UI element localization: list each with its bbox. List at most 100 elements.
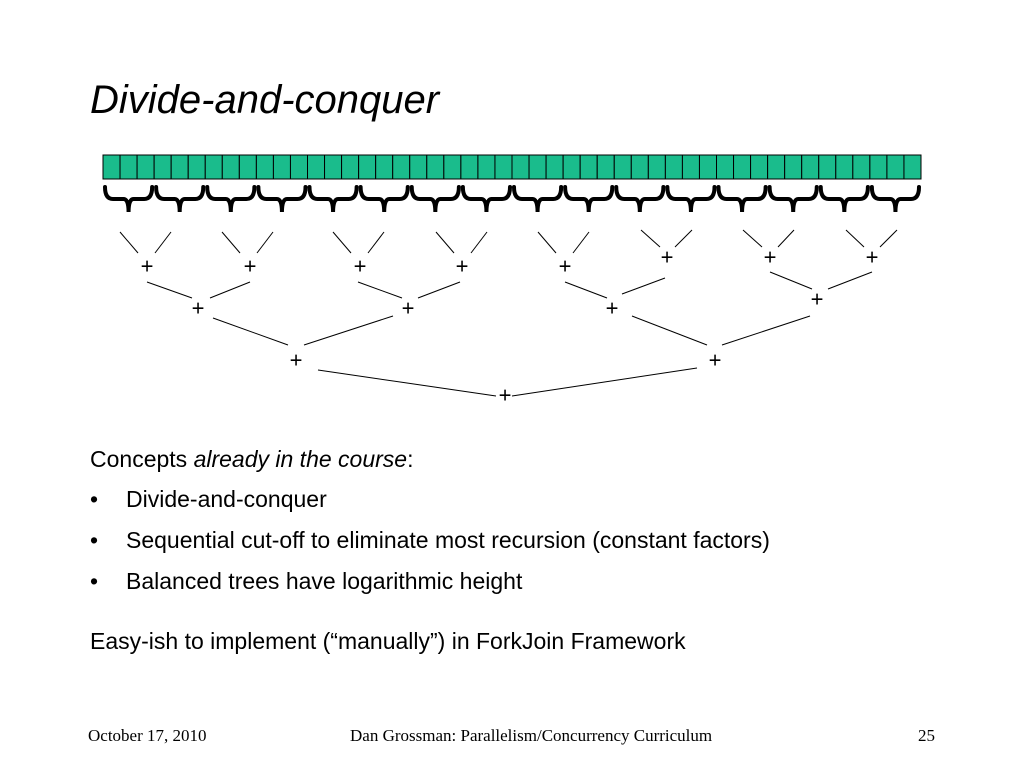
- tree-edge: [879, 229, 898, 248]
- array-cell: [392, 154, 411, 180]
- array-cell: [835, 154, 854, 180]
- plus-node: +: [499, 383, 512, 408]
- tree-edge: [332, 231, 352, 254]
- group-brace: [818, 185, 870, 213]
- concepts-lead-tail: :: [407, 446, 414, 472]
- tree-edge: [721, 315, 811, 346]
- group-brace: [665, 185, 717, 213]
- array-cell: [528, 154, 547, 180]
- array-cell: [494, 154, 513, 180]
- array-cell: [596, 154, 615, 180]
- group-brace: [563, 185, 615, 213]
- group-brace: [358, 185, 410, 213]
- concepts-lead: Concepts already in the course:: [90, 445, 413, 473]
- plus-node: +: [661, 245, 674, 270]
- array-cell: [409, 154, 428, 180]
- array-cell: [341, 154, 360, 180]
- tree-edge: [572, 231, 590, 254]
- group-brace: [460, 185, 512, 213]
- tree-edge: [674, 229, 693, 248]
- array-cell: [630, 154, 649, 180]
- plus-node: +: [141, 254, 154, 279]
- tree-edges: [119, 229, 898, 397]
- plus-node: +: [192, 296, 205, 321]
- array-cell: [562, 154, 581, 180]
- tree-edge: [154, 231, 172, 254]
- array-cell: [613, 154, 632, 180]
- tree-edge: [119, 231, 139, 254]
- array-cell: [324, 154, 343, 180]
- array-cell: [750, 154, 769, 180]
- array-cell: [255, 154, 274, 180]
- array-cell: [545, 154, 564, 180]
- array-cell: [511, 154, 530, 180]
- tree-edge: [146, 281, 193, 299]
- plus-node: +: [244, 254, 257, 279]
- bullet-text: Divide-and-conquer: [126, 486, 327, 512]
- plus-node: +: [866, 245, 879, 270]
- array-cell: [460, 154, 479, 180]
- array-cell: [119, 154, 138, 180]
- array-cell: [733, 154, 752, 180]
- tree-edge: [435, 231, 455, 254]
- tree-edge: [303, 315, 394, 346]
- bullet-glyph: •: [90, 527, 99, 553]
- array-cell: [136, 154, 155, 180]
- group-brace: [154, 185, 206, 213]
- plus-node: +: [764, 245, 777, 270]
- group-brace: [205, 185, 257, 213]
- tree-edge: [769, 271, 813, 290]
- plus-node: +: [559, 254, 572, 279]
- array-cell: [886, 154, 905, 180]
- tree-edge: [777, 229, 795, 248]
- tree-edge: [221, 231, 241, 254]
- group-brace: [869, 185, 921, 213]
- tree-edge: [827, 271, 873, 290]
- group-brace: [767, 185, 819, 213]
- plus-node: +: [456, 254, 469, 279]
- array-cell: [307, 154, 326, 180]
- tree-edge: [256, 231, 274, 254]
- group-brace: [256, 185, 308, 213]
- group-brace: [103, 185, 155, 213]
- closing-text: Easy-ish to implement (“manually”) in Fo…: [90, 628, 686, 654]
- tree-edge: [367, 231, 385, 254]
- group-brace: [716, 185, 768, 213]
- tree-edge: [417, 281, 461, 299]
- group-braces: [103, 185, 921, 213]
- bullet-glyph: •: [90, 568, 99, 594]
- array-cell: [187, 154, 206, 180]
- divide-and-conquer-diagram: +++++++++++++++: [102, 154, 922, 408]
- tree-edge: [742, 229, 763, 248]
- array-cell: [784, 154, 803, 180]
- tree-edge: [631, 315, 708, 346]
- array-cell: [204, 154, 223, 180]
- tree-edge: [621, 277, 666, 295]
- bullet-glyph: •: [90, 486, 99, 512]
- array-cell: [289, 154, 308, 180]
- array-cell: [801, 154, 820, 180]
- slide-title: Divide-and-conquer: [90, 78, 440, 122]
- array-cell: [647, 154, 666, 180]
- group-brace: [614, 185, 666, 213]
- group-brace: [409, 185, 461, 213]
- plus-node: +: [606, 296, 619, 321]
- tree-edge: [317, 369, 497, 397]
- tree-edge: [564, 281, 608, 299]
- array-cell: [358, 154, 377, 180]
- array-cell: [681, 154, 700, 180]
- plus-node: +: [290, 348, 303, 373]
- array-cell: [852, 154, 871, 180]
- array-cell: [170, 154, 189, 180]
- footer-date: October 17, 2010: [88, 726, 207, 745]
- array-cell: [443, 154, 462, 180]
- array-cell: [102, 154, 121, 180]
- array-cell: [375, 154, 394, 180]
- array-cell: [869, 154, 888, 180]
- bullet-text: Sequential cut-off to eliminate most rec…: [126, 527, 770, 553]
- plus-node: +: [402, 296, 415, 321]
- array-cell: [698, 154, 718, 180]
- tree-edge: [640, 229, 661, 248]
- array-cell: [716, 154, 735, 180]
- array-cell: [579, 154, 598, 180]
